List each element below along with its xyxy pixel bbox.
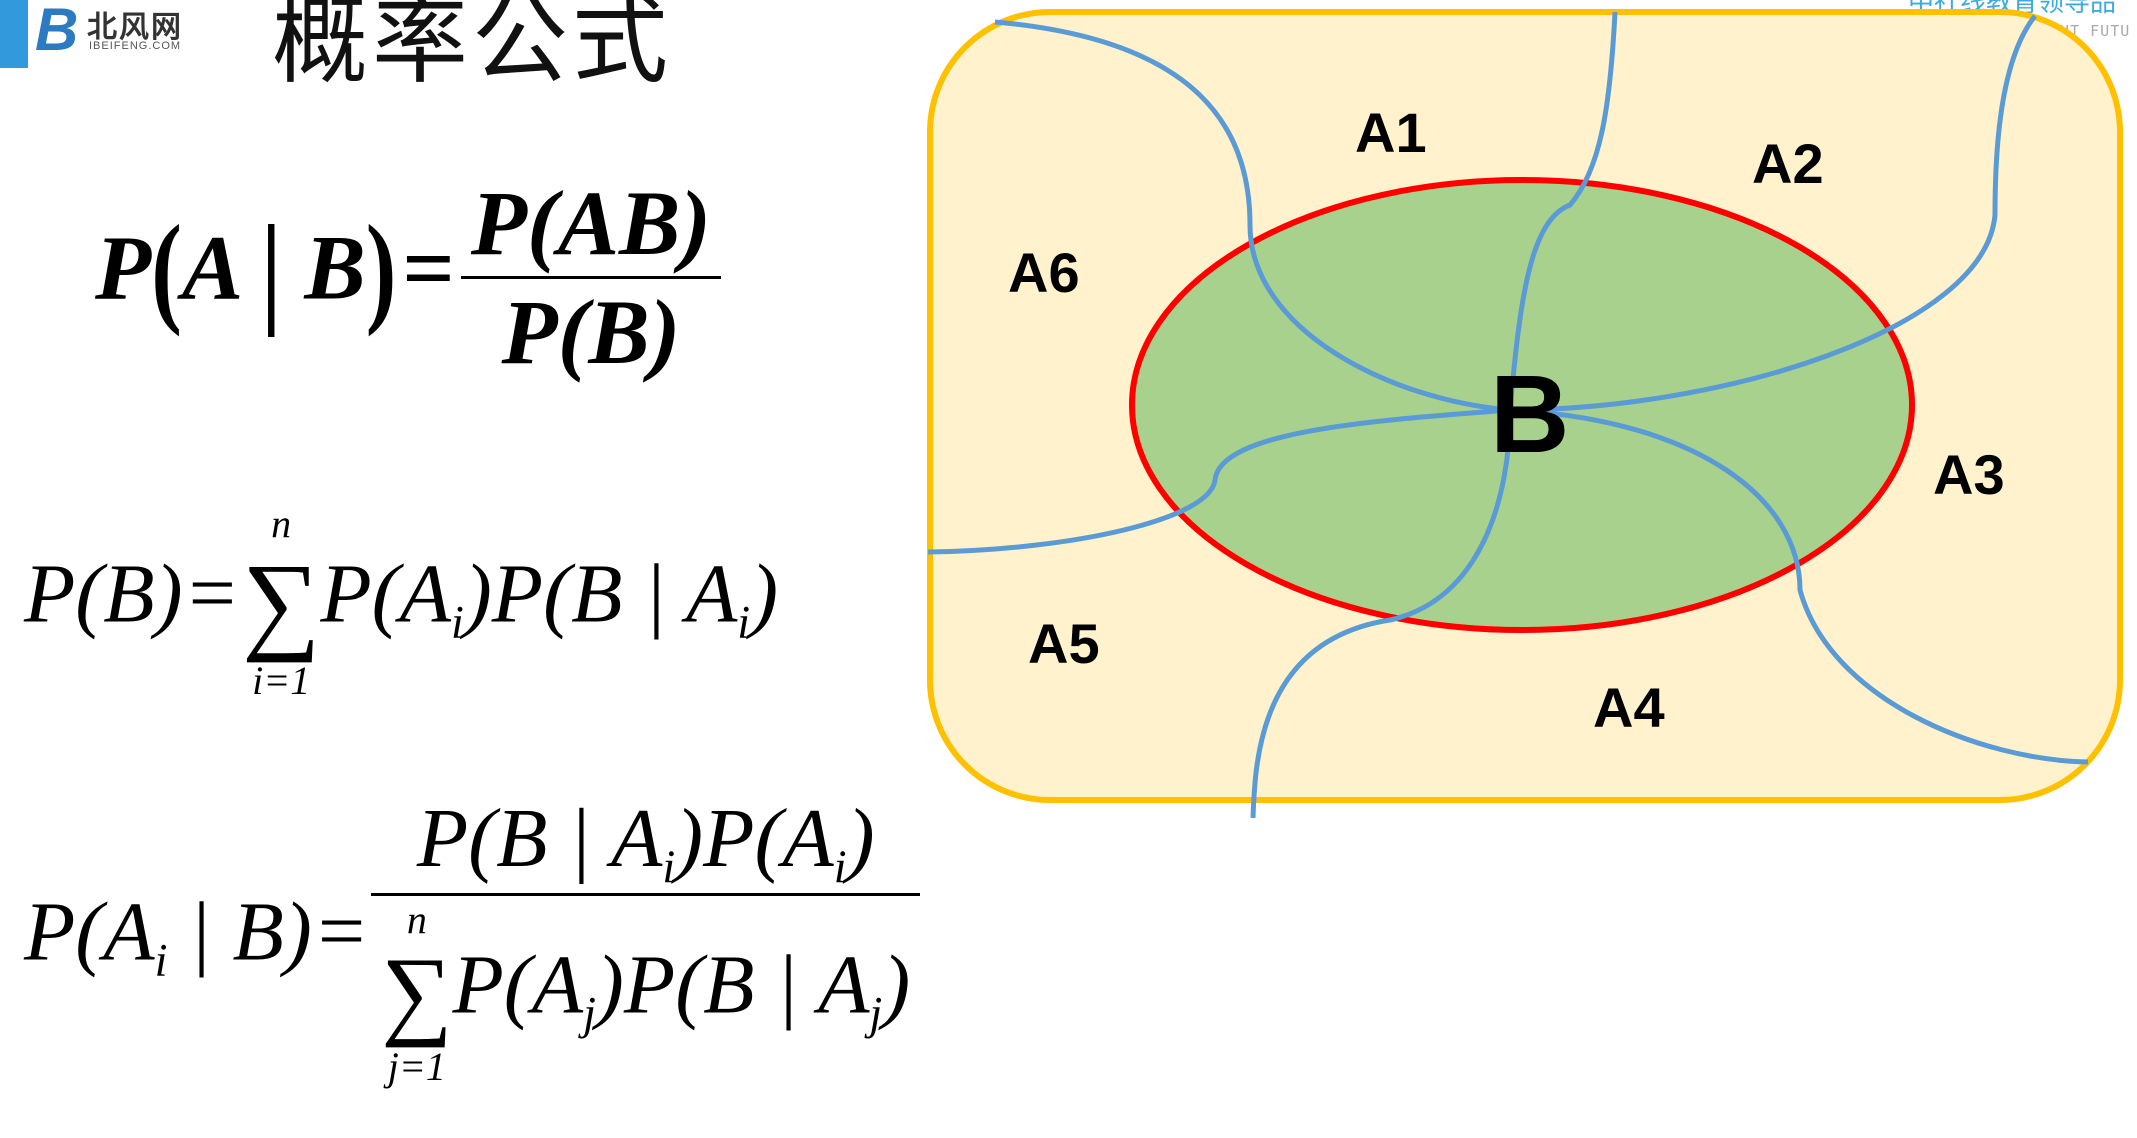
f2-term-1: P(A <box>320 547 451 641</box>
f3-fraction-bar <box>371 893 921 897</box>
logo-name: 北风网 <box>87 10 183 45</box>
logo-subtitle: IBEIFENG.COM <box>89 40 182 52</box>
f3-den-3: ) <box>882 938 911 1032</box>
f1-numerator: P(AB) <box>470 172 712 274</box>
f3-num-sub-1: i <box>662 841 676 893</box>
f2-equals: = <box>188 547 236 641</box>
f3-lhs-1: P(A <box>24 885 155 979</box>
conditional-probability-formula: P(A | B)=P(AB)P(B) <box>95 170 722 385</box>
event-b-label: B <box>1490 353 1569 476</box>
region-label-a2: A2 <box>1752 132 1824 195</box>
region-label-a3: A3 <box>1933 443 2005 506</box>
partition-line-a2-a3 <box>1509 14 2037 413</box>
f1-equals: = <box>402 216 455 319</box>
f2-term-2: )P(B | A <box>463 547 738 641</box>
region-label-a1: A1 <box>1355 101 1427 164</box>
f3-den-2: )P(B | A <box>595 938 870 1032</box>
f3-sum-upper: n <box>406 897 427 943</box>
partition-line-a1-a6 <box>994 19 1511 413</box>
f3-lhs-sub: i <box>154 934 168 986</box>
f2-sub-1: i <box>450 596 464 648</box>
partition-lines <box>927 11 2089 819</box>
f3-lhs-2: | B) <box>167 885 312 979</box>
sigma-icon: ∑ <box>381 937 453 1049</box>
f2-sum-upper: n <box>271 501 292 546</box>
f3-num-1: P(B | A <box>416 792 663 885</box>
f1-lhs-p: P <box>95 216 152 319</box>
f3-num-3: ) <box>846 792 875 885</box>
f1-fraction: P(AB)P(B) <box>460 170 722 385</box>
f1-fraction-bar <box>460 276 722 279</box>
partition-line-a1-a2 <box>1507 11 1618 411</box>
f2-sum-lower: i=1 <box>252 658 311 703</box>
accent-bar <box>0 0 28 68</box>
f1-denominator: P(B) <box>501 281 681 383</box>
f1-lhs-a: A <box>181 216 239 319</box>
f2-sub-2: i <box>737 596 751 648</box>
event-b-ellipse <box>1129 177 1915 633</box>
page-title: 概率公式 <box>272 0 672 97</box>
f3-summation: n∑j=1 <box>381 896 452 1090</box>
f3-num-sub-2: i <box>833 841 847 893</box>
f3-numerator: P(B | Ai)P(Ai) <box>371 790 920 893</box>
partition-line-a5-a6 <box>927 407 1511 555</box>
f2-lhs: P(B) <box>24 547 183 641</box>
f3-sum-lower: j=1 <box>387 1044 446 1090</box>
f1-lhs-bar: | <box>261 198 282 337</box>
f3-den-sub-1: j <box>583 987 596 1039</box>
logo-mark: B <box>35 0 79 63</box>
f2-summation: n∑i=1 <box>242 500 320 704</box>
region-label-a4: A4 <box>1593 676 1665 739</box>
partition-line-a4-a5 <box>1250 409 1513 819</box>
f3-den-sub-2: j <box>869 987 883 1039</box>
partition-line-a3-a4 <box>1509 407 2089 765</box>
sigma-icon: ∑ <box>241 541 321 663</box>
region-label-a5: A5 <box>1028 612 1100 675</box>
f3-equals: = <box>317 885 366 979</box>
f3-den-1: P(A <box>452 938 584 1032</box>
f3-num-2: )P(A <box>675 792 834 885</box>
region-label-a6: A6 <box>1008 241 1080 304</box>
f2-term-close: ) <box>750 547 779 641</box>
f1-lhs-b: B <box>304 216 366 319</box>
logo: B 北风网 IBEIFENG.COM <box>35 0 185 60</box>
